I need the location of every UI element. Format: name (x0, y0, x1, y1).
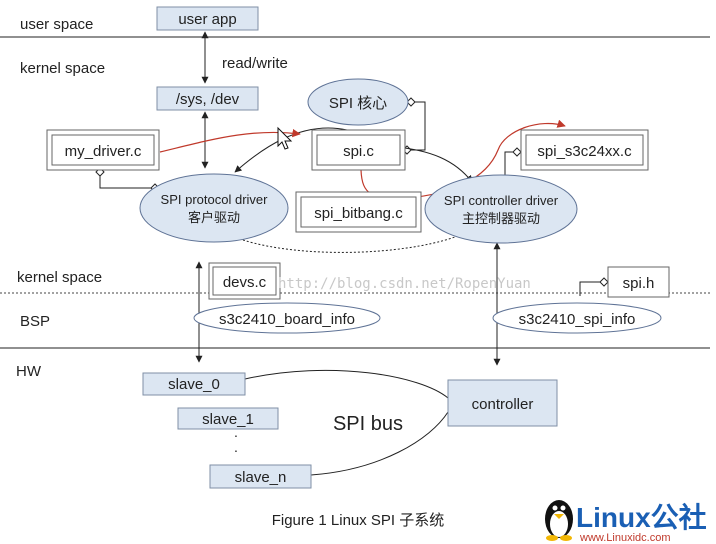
user-app-box (156, 6, 259, 31)
protocol-controller-dotted-link (242, 236, 456, 253)
slave-1-label: slave_1 (202, 411, 254, 428)
spi-bus-label: SPI bus (333, 413, 403, 435)
mouse-cursor-icon (277, 126, 293, 150)
slave-1-box (177, 407, 279, 430)
spi-h-box (607, 266, 670, 298)
spi-s3c24xx-box (520, 129, 649, 171)
spi-core-ellipse (307, 78, 409, 126)
my-driver-box (46, 129, 160, 171)
protocol-driver-ellipse (139, 173, 289, 243)
layer-label-bsp: BSP (20, 313, 50, 330)
spi-bitbang-inner-border (300, 196, 417, 228)
spi-bitbang-box (295, 191, 422, 233)
logo-url-text: www.Linuxidc.com (579, 532, 670, 544)
controller-driver-ellipse (424, 174, 578, 244)
slave-n-label: slave_n (235, 469, 287, 486)
slave-0-box (142, 372, 246, 396)
ellipsis-dot: · (234, 442, 239, 458)
board-info-label: s3c2410_board_info (219, 311, 355, 328)
sys-dev-label: /sys, /dev (176, 91, 240, 108)
protocol-driver-cn-label: 客户驱动 (188, 210, 240, 225)
read-write-label: read/write (222, 55, 288, 72)
layer-label-kernel-space: kernel space (20, 60, 105, 77)
spi-bitbang-label: spi_bitbang.c (314, 205, 403, 222)
spi-c-label: spi.c (343, 143, 374, 160)
penguin-icon (545, 500, 573, 541)
figure-caption: Figure 1 Linux SPI 子系统 (272, 512, 445, 529)
bus-line-slave0 (244, 369, 449, 399)
spi-info-ellipse (492, 302, 662, 334)
my-driver-inner-border (51, 134, 155, 166)
spi-c-box (311, 129, 406, 171)
board-info-ellipse (193, 302, 381, 334)
devs-c-box (208, 262, 281, 300)
bus-line-slaven (310, 411, 449, 476)
layer-label-kernel-space-bottom: kernel space (17, 269, 102, 286)
s3c24xx-to-controller-link (504, 151, 513, 180)
spi-c-inner-border (316, 134, 401, 166)
spi-core-label: SPI 核心 (329, 95, 387, 112)
spih-link (579, 281, 604, 296)
mydriver-to-protocol-link (99, 172, 155, 189)
controller-driver-label: SPI controller driver (444, 193, 559, 208)
spi-s3c24xx-inner-border (525, 134, 644, 166)
linuxidc-logo: Linux公社 www.Linuxidc.com (545, 500, 707, 544)
ellipsis-dot: · (234, 427, 239, 443)
layer-label-hw: HW (16, 363, 42, 380)
diamond-connector (512, 147, 522, 157)
core-to-spic-link (407, 101, 426, 151)
spi-s3c24xx-label: spi_s3c24xx.c (537, 143, 632, 160)
watermark-text: http://blog.csdn.net/RopenYuan (278, 276, 531, 292)
mydriver-to-spic-red-arrow (159, 128, 301, 153)
slave-n-box (209, 464, 312, 489)
protocol-driver-label: SPI protocol driver (161, 192, 269, 207)
devs-c-label: devs.c (223, 274, 267, 291)
diamond-connector (599, 277, 609, 287)
logo-brand-text: Linux公社 (576, 502, 707, 533)
slave-0-label: slave_0 (168, 376, 220, 393)
user-app-label: user app (178, 11, 236, 28)
spi-info-label: s3c2410_spi_info (519, 311, 636, 328)
sys-dev-box (156, 86, 259, 111)
spi-h-label: spi.h (623, 275, 655, 292)
devs-c-inner-border (212, 266, 277, 296)
controller-driver-cn-label: 主控制器驱动 (462, 211, 540, 226)
controller-box (447, 379, 558, 427)
layer-label-user-space: user space (20, 16, 93, 33)
controller-label: controller (472, 396, 534, 413)
my-driver-label: my_driver.c (65, 143, 142, 160)
